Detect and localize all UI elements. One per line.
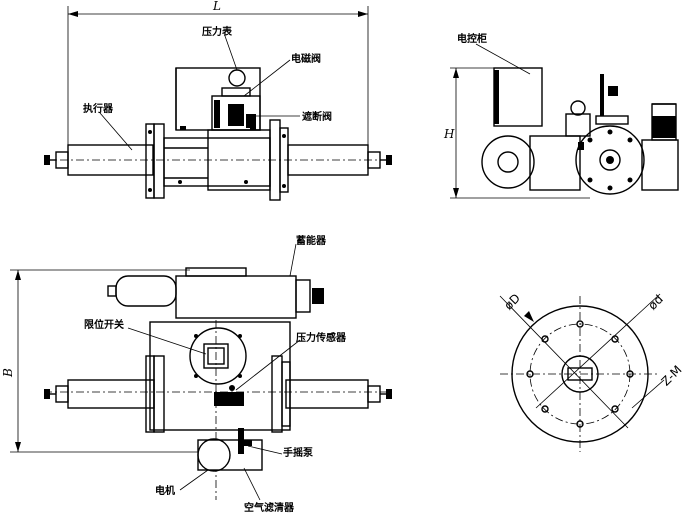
- dim-length: L: [212, 0, 221, 13]
- label-limit-switch: 限位开关: [84, 318, 124, 331]
- label-pressure-gauge: 压力表: [202, 25, 233, 38]
- dim-holes: Z-M: [659, 363, 685, 389]
- label-pressure-sensor: 压力传感器: [296, 331, 347, 344]
- side-view: H: [443, 43, 679, 199]
- label-accumulator: 蓄能器: [296, 234, 327, 247]
- dim-outer-dia: øD: [501, 291, 523, 313]
- dim-width: B: [1, 368, 15, 378]
- label-actuator: 执行器: [83, 102, 114, 115]
- label-shutoff-valve: 遮断阀: [302, 110, 332, 123]
- label-control-cabinet: 电控柜: [457, 32, 487, 45]
- label-motor: 电机: [155, 484, 175, 497]
- dim-height: H: [443, 127, 455, 141]
- label-solenoid-valve: 电磁阀: [291, 52, 321, 65]
- label-air-filter: 空气滤清器: [244, 501, 295, 514]
- dim-bolt-circle-dia: ød: [645, 292, 665, 312]
- front-view: L: [44, 0, 392, 201]
- label-hand-pump: 手摇泵: [283, 446, 314, 459]
- top-view: B: [1, 243, 392, 501]
- flange-view: [499, 293, 665, 452]
